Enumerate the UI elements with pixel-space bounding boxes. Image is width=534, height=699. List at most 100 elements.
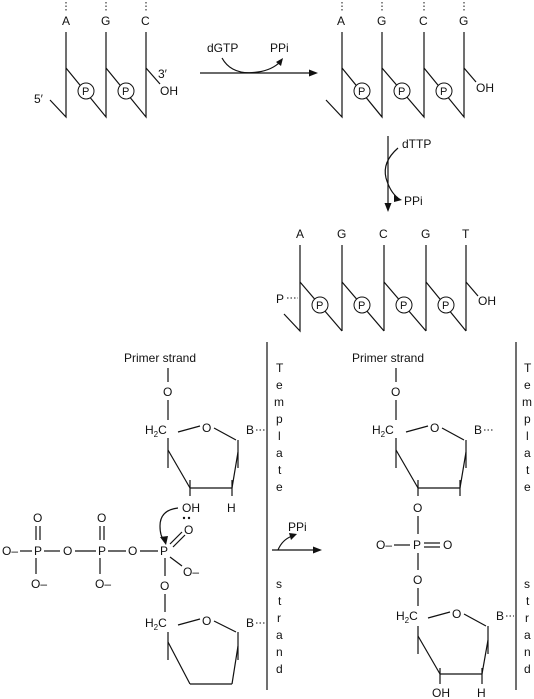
tp-o-alpha-double: O bbox=[184, 523, 193, 537]
tr-letter: m bbox=[522, 395, 532, 409]
sl-letter: t bbox=[278, 594, 282, 608]
tp-p-alpha: P bbox=[160, 544, 168, 558]
tl-letter: T bbox=[276, 361, 284, 375]
tr-letter: e bbox=[524, 378, 531, 392]
oh-3prime-right: OH bbox=[432, 686, 450, 699]
h-left: H bbox=[227, 501, 236, 515]
sl-letter: a bbox=[276, 628, 283, 642]
arrow2-reactant: dTTP bbox=[402, 137, 431, 151]
three-prime-label: 3′ bbox=[158, 67, 168, 81]
template-label-left: T e m p l a t e s t r a n d bbox=[274, 361, 284, 676]
sr-letter: t bbox=[526, 594, 530, 608]
reaction-arrow-3: PPi bbox=[272, 520, 322, 554]
tp-o-top-2: O bbox=[97, 511, 106, 525]
template-label-right: T e m p l a t e s t r a n d bbox=[522, 361, 532, 676]
strand2-base-4: G bbox=[459, 14, 468, 28]
tl-letter: m bbox=[274, 395, 284, 409]
strand3-phosphate-1: P bbox=[316, 300, 323, 312]
primer-o-left: O bbox=[163, 385, 172, 399]
tl-letter: a bbox=[276, 446, 283, 460]
tr-letter: t bbox=[526, 463, 530, 477]
five-prime-label: 5′ bbox=[34, 92, 44, 106]
reaction-arrow-2: dTTP PPi bbox=[384, 136, 431, 212]
tl-letter: l bbox=[278, 429, 281, 443]
tp-o-minus-alpha: O– bbox=[183, 565, 199, 579]
strand-3: A G C G T P P P P P OH bbox=[276, 227, 496, 333]
strand3-base-4: G bbox=[421, 227, 430, 241]
strand-2: A G C G P P P OH bbox=[325, 2, 494, 119]
strand2-base-1: A bbox=[337, 14, 345, 28]
primer-strand-label-left: Primer strand bbox=[124, 351, 196, 365]
phosphodiester-o-lower: O bbox=[413, 573, 422, 587]
base-b-lower-right: B bbox=[496, 609, 504, 623]
tp-p-2: P bbox=[98, 544, 106, 558]
base-b-lower-left: B bbox=[246, 616, 254, 630]
ring-o-upper-right: O bbox=[430, 421, 439, 435]
strand1-base-3: C bbox=[141, 14, 150, 28]
strand-1: A G C P P 5′ 3′ OH bbox=[34, 2, 178, 119]
h2c-upper-left: H2C bbox=[145, 423, 167, 439]
sr-letter: n bbox=[524, 645, 531, 659]
sl-letter: r bbox=[277, 611, 281, 625]
sr-letter: s bbox=[524, 577, 530, 591]
tp-o-5prime: O bbox=[160, 579, 169, 593]
tl-letter: t bbox=[278, 463, 282, 477]
sr-letter: a bbox=[524, 628, 531, 642]
sr-letter: d bbox=[524, 662, 531, 676]
strand1-base-2: G bbox=[101, 14, 110, 28]
strand3-p-start: P bbox=[276, 292, 284, 306]
strand3-phosphate-2: P bbox=[358, 300, 365, 312]
tr-letter: e bbox=[524, 480, 531, 494]
ring-o-upper-left: O bbox=[202, 421, 211, 435]
arrow3-product: PPi bbox=[288, 520, 307, 534]
ring-o-lower-left: O bbox=[202, 614, 211, 628]
ring-o-lower-right: O bbox=[452, 607, 461, 621]
phosphodiester-o-double: O bbox=[443, 538, 452, 552]
tp-o-minus-bottom-2: O– bbox=[95, 577, 111, 591]
base-b-upper-right: B bbox=[474, 423, 482, 437]
h-right: H bbox=[477, 686, 486, 699]
strand3-base-3: C bbox=[379, 227, 388, 241]
primer-strand-label-right: Primer strand bbox=[352, 351, 424, 365]
phosphodiester-o-upper: O bbox=[413, 501, 422, 515]
tl-letter: e bbox=[276, 480, 283, 494]
tp-o-bridge-1: O bbox=[63, 544, 72, 558]
tl-letter: p bbox=[276, 412, 283, 426]
o-minus-right: O– bbox=[376, 538, 392, 552]
primer-o-right: O bbox=[391, 385, 400, 399]
h2c-lower-right: H2C bbox=[396, 609, 418, 625]
tp-o-top-1: O bbox=[33, 511, 42, 525]
strand1-phosphate-2: P bbox=[122, 86, 129, 98]
base-b-upper-left: B bbox=[246, 423, 254, 437]
strand2-base-3: C bbox=[419, 14, 428, 28]
tp-o-bridge-2: O bbox=[128, 544, 137, 558]
arrow1-product: PPi bbox=[270, 41, 289, 55]
strand3-base-2: G bbox=[337, 227, 346, 241]
strand1-phosphate-1: P bbox=[82, 86, 89, 98]
sr-letter: r bbox=[525, 611, 529, 625]
strand3-oh: OH bbox=[478, 294, 496, 308]
strand2-phosphate-1: P bbox=[358, 86, 365, 98]
strand3-phosphate-4: P bbox=[442, 300, 449, 312]
tr-letter: l bbox=[526, 429, 529, 443]
h2c-lower-left: H2C bbox=[145, 616, 167, 632]
sl-letter: d bbox=[276, 662, 283, 676]
strand3-base-1: A bbox=[296, 227, 304, 241]
strand1-oh: OH bbox=[160, 84, 178, 98]
sl-letter: n bbox=[276, 645, 283, 659]
h2c-upper-right: H2C bbox=[372, 423, 394, 439]
tp-p-1: P bbox=[34, 544, 42, 558]
strand3-base-5: T bbox=[462, 227, 470, 241]
arrow1-reactant: dGTP bbox=[207, 41, 238, 55]
tr-letter: T bbox=[524, 361, 532, 375]
mechanism-right: Primer strand O H2C O B O O– P O O H2C O… bbox=[352, 342, 517, 699]
arrow2-product: PPi bbox=[404, 194, 423, 208]
tp-o-minus-bottom-1: O– bbox=[31, 577, 47, 591]
tp-o-minus-left: O– bbox=[2, 544, 18, 558]
mechanism-left: Primer strand O H2C O B OH H O O O– bbox=[2, 342, 268, 690]
phosphodiester-p: P bbox=[413, 538, 421, 552]
tr-letter: a bbox=[524, 446, 531, 460]
tr-letter: p bbox=[524, 412, 531, 426]
strand3-phosphate-3: P bbox=[400, 300, 407, 312]
strand2-phosphate-3: P bbox=[440, 86, 447, 98]
